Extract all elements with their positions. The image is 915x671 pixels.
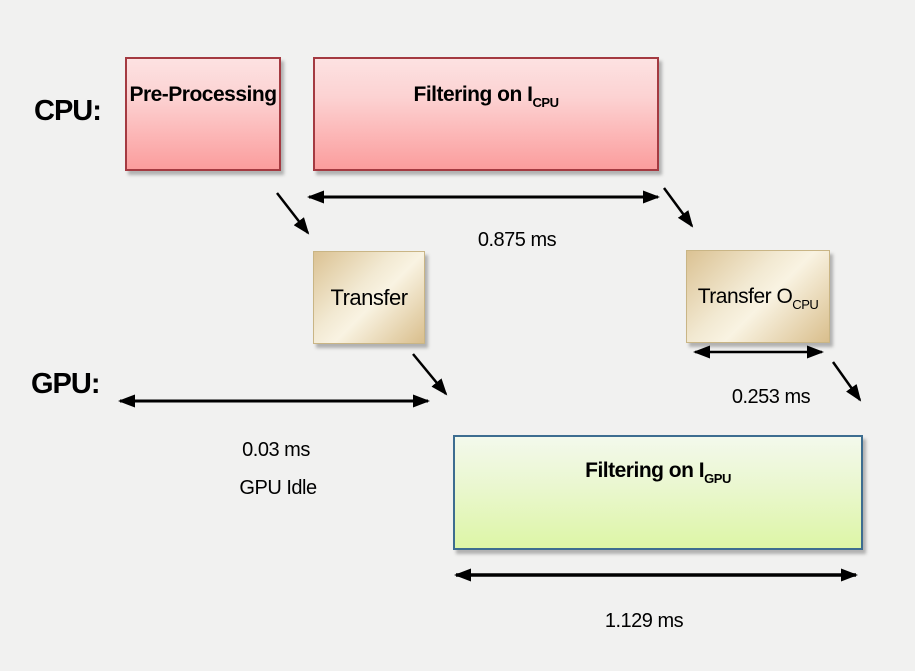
transfer-output-subscript: CPU (792, 296, 819, 312)
cpu-lane-label: CPU: (34, 95, 102, 127)
filtering-cpu-time-label: 0.875 ms (477, 229, 557, 251)
transfer-to-gpu-arrow (412, 353, 448, 396)
filtering-cpu-subscript: CPU (532, 95, 559, 111)
transfer-output-time-label: 0.253 ms (731, 386, 811, 408)
transfer-output-label: Transfer OCPU (697, 284, 819, 312)
transfer-input-box: Transfer (313, 251, 425, 344)
gpu-idle-text-label: GPU Idle (239, 477, 317, 499)
filtering-gpu-subscript: GPU (704, 471, 731, 487)
filtering-cpu-box: Filtering on ICPU (313, 57, 659, 171)
gpu-idle-time-label: 0.03 ms (242, 439, 310, 461)
filtering-gpu-box: Filtering on IGPU (453, 435, 863, 550)
pre-processing-box: Pre-Processing (125, 57, 281, 171)
filtering-cpu-label: Filtering on ICPU (413, 83, 559, 111)
transfer-input-label: Transfer (330, 284, 408, 310)
filtering-gpu-label: Filtering on IGPU (585, 459, 731, 487)
preprocessing-to-transfer-arrow (276, 192, 310, 235)
filtering-cpu-to-transfer-output-arrow (662, 187, 694, 228)
transfer-output-box: Transfer OCPU (686, 250, 830, 343)
pre-processing-label: Pre-Processing (129, 83, 277, 106)
gpu-lane-label: GPU: (31, 368, 100, 400)
filtering-gpu-time-label: 1.129 ms (604, 610, 684, 632)
